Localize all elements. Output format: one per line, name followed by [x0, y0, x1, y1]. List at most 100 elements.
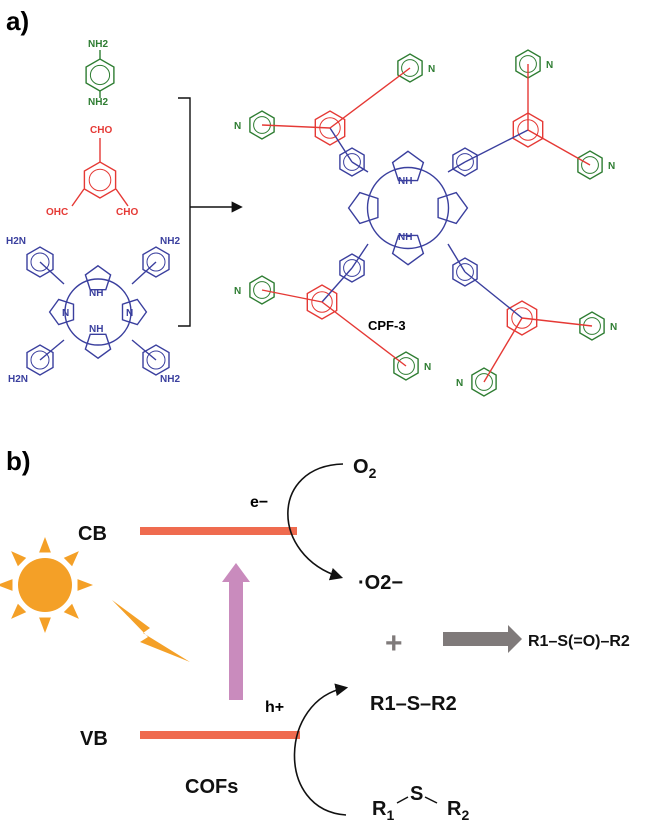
porphyrin-n-left: N	[62, 308, 69, 319]
sulfoxide-product: R1–S(=O)–R2	[528, 633, 630, 650]
vb-label: VB	[80, 728, 108, 750]
aldehyde-ohc-left: OHC	[46, 207, 68, 218]
cof-porphyrin-pyrrole	[391, 234, 425, 266]
imine-linkage	[329, 67, 411, 129]
sun-disc	[18, 558, 72, 612]
cof-phenyl-ring-inner	[343, 259, 361, 277]
panel-b-label: b)	[6, 446, 31, 476]
meso-bond	[447, 161, 466, 173]
cof-phenylenediamine-ring	[515, 49, 541, 79]
cof-phenylenediamine-ring	[249, 275, 275, 305]
cof-triformylbenzene-ring-inner	[311, 291, 333, 313]
imine-nitrogen-label: N	[610, 322, 617, 333]
imine-nitrogen-label: N	[234, 121, 241, 132]
imine-linkage	[527, 129, 591, 166]
superoxide-label: ·O2−	[358, 572, 403, 594]
meso-bond	[131, 339, 157, 361]
sun-ray	[11, 603, 27, 619]
aminophenyl-ring-tr-inner	[146, 252, 166, 272]
sun-ray	[63, 551, 79, 567]
monomer-porphyrin-macrocycle	[64, 278, 132, 346]
svg-text:S: S	[410, 783, 423, 805]
aminophenyl-ring-bl	[26, 344, 54, 376]
aminophenyl-ring-br	[142, 344, 170, 376]
imine-nitrogen-label: N	[546, 60, 553, 71]
monomer-porphyrin-pyrrole	[48, 298, 75, 326]
cof-phenylenediamine-ring-inner	[397, 357, 415, 375]
porphyrin-nh-top: NH	[89, 288, 103, 299]
cof-phenylenediamine-ring	[471, 367, 497, 397]
cof-phenylenediamine-ring-inner	[253, 281, 271, 299]
reaction-arrow	[443, 625, 522, 653]
cof-porphyrin-pyrrole	[437, 191, 469, 225]
aminophenyl-ring-br-inner	[146, 350, 166, 370]
cof-phenyl-ring	[339, 253, 365, 283]
meso-bond	[351, 161, 369, 173]
imine-linkage	[321, 267, 353, 303]
product-name-cpf3: CPF-3	[368, 318, 406, 333]
aminophenyl-ring-bl-inner	[30, 350, 50, 370]
porphyrin-nh-bottom: NH	[89, 324, 103, 335]
cof-phenyl-ring-inner	[343, 153, 361, 171]
diamine-benzene-ring-inner	[89, 64, 111, 86]
bond	[115, 188, 129, 207]
cofs-label: COFs	[185, 776, 238, 798]
porphyrin-nh2-bl: H2N	[8, 374, 28, 385]
cof-triformylbenzene-ring	[306, 284, 338, 320]
meso-bond	[351, 243, 369, 269]
sun-icon	[0, 537, 93, 633]
cof-phenylenediamine-ring	[579, 311, 605, 341]
aminophenyl-ring-tr	[142, 246, 170, 278]
diamine-nh2-top: NH2	[88, 39, 108, 50]
imine-linkage	[464, 129, 529, 163]
cof-triformylbenzene-ring	[314, 110, 346, 146]
monomer-porphyrin-pyrrole	[121, 298, 148, 326]
electron-transfer-arrow	[287, 463, 344, 581]
imine-nitrogen-label: N	[234, 286, 241, 297]
sulfide-product-side: R1–S–R2	[370, 693, 457, 715]
imine-linkage	[329, 127, 353, 163]
trialdehyde-benzene-ring-inner	[88, 168, 112, 192]
cof-porphyrin-macrocycle	[366, 166, 450, 250]
sulfide-substrate: R1 S R2	[372, 783, 469, 823]
meso-bond	[39, 339, 65, 361]
meso-bond	[131, 261, 157, 285]
imine-linkage	[521, 317, 593, 327]
panel-a-label: a)	[6, 6, 29, 36]
cof-porphyrin-pyrrole	[391, 150, 425, 182]
porphyrin-nh2-tl: H2N	[6, 236, 26, 247]
cof-phenyl-ring	[452, 257, 478, 287]
monomer-porphyrin-pyrrole	[84, 264, 112, 291]
diamine-nh2-bottom: NH2	[88, 97, 108, 108]
cof-triformylbenzene-ring	[506, 300, 538, 336]
imine-linkage	[261, 124, 331, 129]
cb-label: CB	[78, 523, 107, 545]
aldehyde-cho-top: CHO	[90, 125, 112, 136]
sun-ray	[39, 617, 51, 633]
cof-triformylbenzene-ring-inner	[511, 307, 533, 329]
cof-phenylenediamine-ring-inner	[401, 59, 419, 77]
excitation-arrow	[222, 563, 250, 700]
sun-ray	[11, 551, 27, 567]
meso-bond	[447, 243, 466, 273]
cof-phenylenediamine-ring-inner	[581, 156, 599, 174]
aldehyde-cho-right: CHO	[116, 207, 138, 218]
hole-transfer-arrow	[293, 683, 349, 816]
imine-nitrogen-label: N	[608, 161, 615, 172]
porphyrin-nh2-br: NH2	[160, 374, 180, 385]
monomer-porphyrin-pyrrole	[84, 333, 112, 360]
cof-phenylenediamine-ring	[577, 150, 603, 180]
sun-ray	[63, 603, 79, 619]
lightning-icon	[112, 600, 190, 662]
aminophenyl-ring-tl-inner	[30, 252, 50, 272]
sun-ray	[39, 537, 51, 553]
meso-bond	[39, 261, 65, 285]
plus-sign: +	[385, 627, 403, 660]
svg-text:R1: R1	[372, 798, 394, 823]
imine-linkage	[464, 271, 523, 319]
bond	[71, 188, 85, 207]
hole-label: h+	[265, 699, 284, 716]
cof-phenylenediamine-ring	[397, 53, 423, 83]
cof-phenylenediamine-ring	[249, 110, 275, 140]
